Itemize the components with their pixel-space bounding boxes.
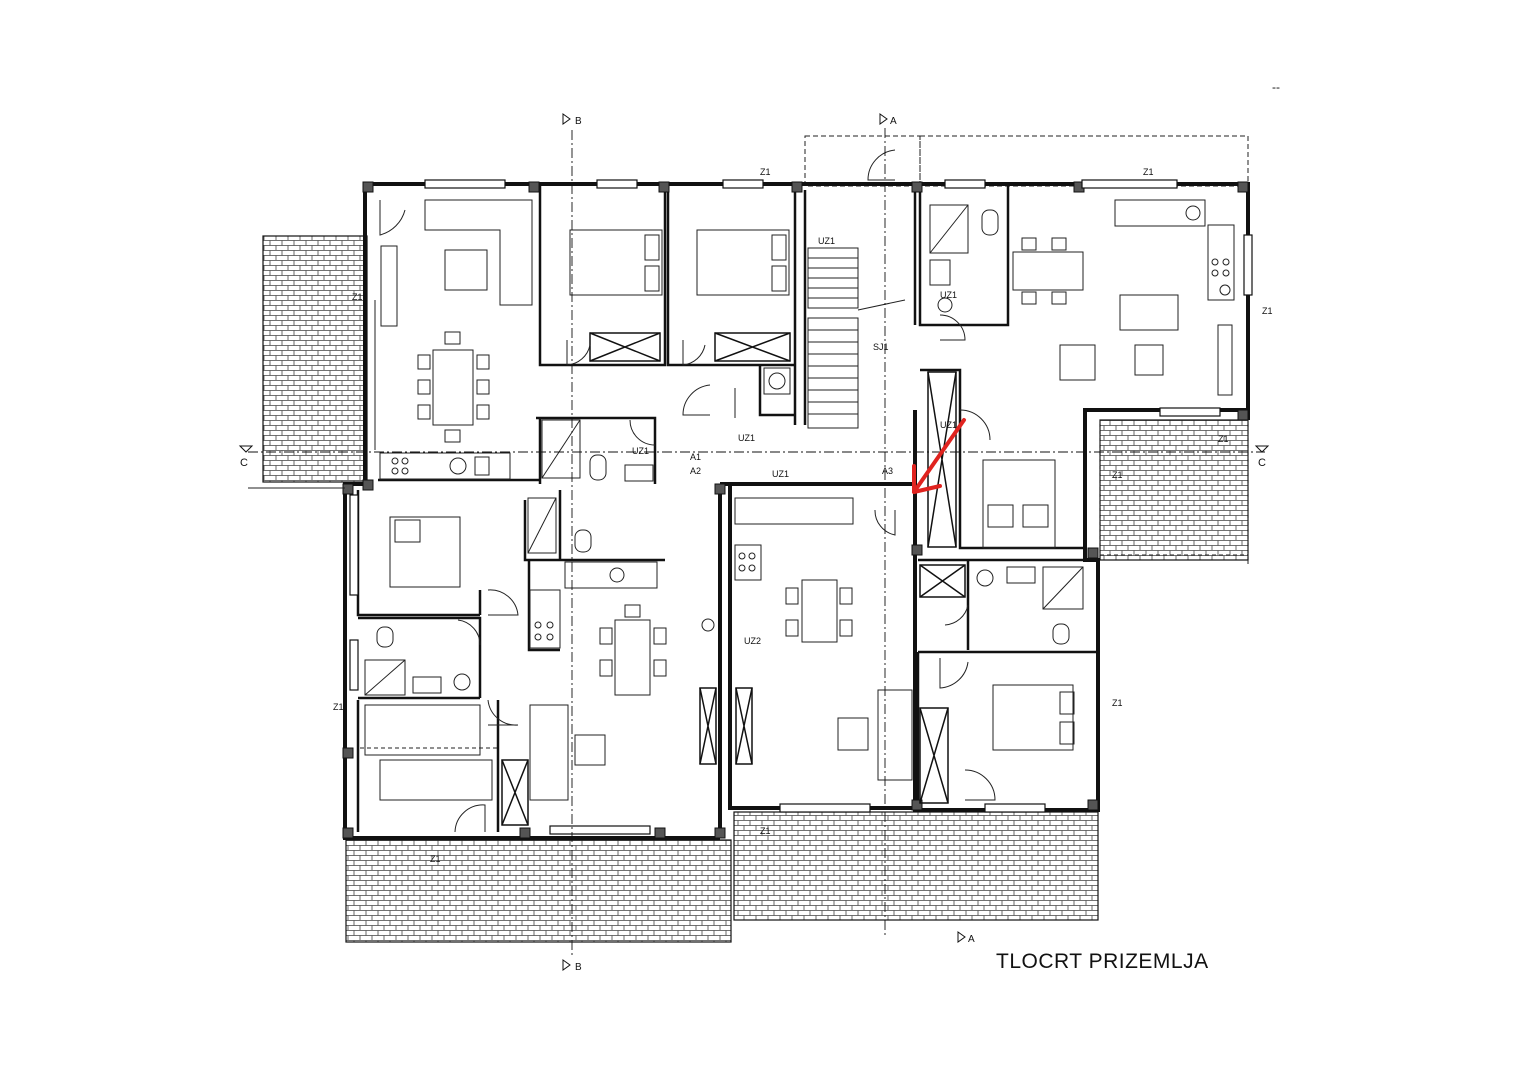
svg-text:A1: A1: [690, 452, 701, 462]
terrace-west: [262, 235, 368, 483]
svg-text:SJ1: SJ1: [873, 342, 889, 352]
svg-text:UZ1: UZ1: [940, 290, 957, 300]
plan-title: TLOCRT PRIZEMLJA: [996, 950, 1209, 973]
section-marker-c-left: C: [238, 445, 254, 469]
section-marker-a-top: A: [879, 113, 897, 127]
inner-walls: [356, 186, 1100, 832]
section-lines: [248, 128, 1265, 955]
svg-text:UZ1: UZ1: [818, 236, 835, 246]
svg-text:C: C: [240, 457, 248, 469]
red-arrow: [912, 418, 966, 494]
columns: [342, 181, 1249, 839]
staircase: [807, 247, 906, 429]
furniture: [364, 199, 1235, 801]
windows: [349, 179, 1253, 835]
svg-text:A3: A3: [882, 466, 893, 476]
railings: [248, 300, 1249, 749]
terrace-south-west: [345, 839, 732, 943]
section-marker-a-bottom: A: [957, 931, 975, 945]
svg-text:Z1: Z1: [352, 292, 363, 302]
svg-text:B: B: [575, 962, 582, 973]
svg-text:UZ2: UZ2: [744, 636, 761, 646]
corner-mark: --: [1272, 80, 1280, 94]
svg-text:Z1: Z1: [760, 826, 771, 836]
section-marker-b-top: B: [562, 113, 582, 127]
svg-text:Z1: Z1: [1143, 167, 1154, 177]
svg-text:A2: A2: [690, 466, 701, 476]
svg-text:Z1: Z1: [1112, 470, 1123, 480]
svg-text:Z1: Z1: [760, 167, 771, 177]
canopy-east: [919, 135, 1249, 187]
svg-text:C: C: [1258, 457, 1266, 469]
section-marker-c-right: C: [1254, 445, 1270, 469]
svg-text:UZ1: UZ1: [738, 433, 755, 443]
shafts: [501, 332, 966, 826]
canopy-entrance: [804, 135, 921, 187]
terrace-south-east: [733, 811, 1099, 921]
svg-text:A: A: [968, 934, 975, 945]
svg-text:Z1: Z1: [1262, 306, 1273, 316]
terrace-east: [1099, 419, 1249, 561]
svg-text:Z1: Z1: [1218, 434, 1229, 444]
doors: [379, 149, 996, 833]
svg-text:UZ1: UZ1: [940, 420, 957, 430]
svg-text:UZ1: UZ1: [632, 446, 649, 456]
element-tags: Z1 Z1 Z1 Z1 Z1 Z1 Z1 Z1 Z1 Z1 UZ1 UZ1 UZ…: [333, 167, 1273, 864]
section-marker-b-bottom: B: [562, 959, 582, 973]
svg-text:A: A: [890, 116, 897, 127]
svg-text:Z1: Z1: [430, 854, 441, 864]
svg-text:Z1: Z1: [1112, 698, 1123, 708]
svg-text:UZ1: UZ1: [772, 469, 789, 479]
svg-text:B: B: [575, 116, 582, 127]
svg-text:Z1: Z1: [333, 702, 344, 712]
